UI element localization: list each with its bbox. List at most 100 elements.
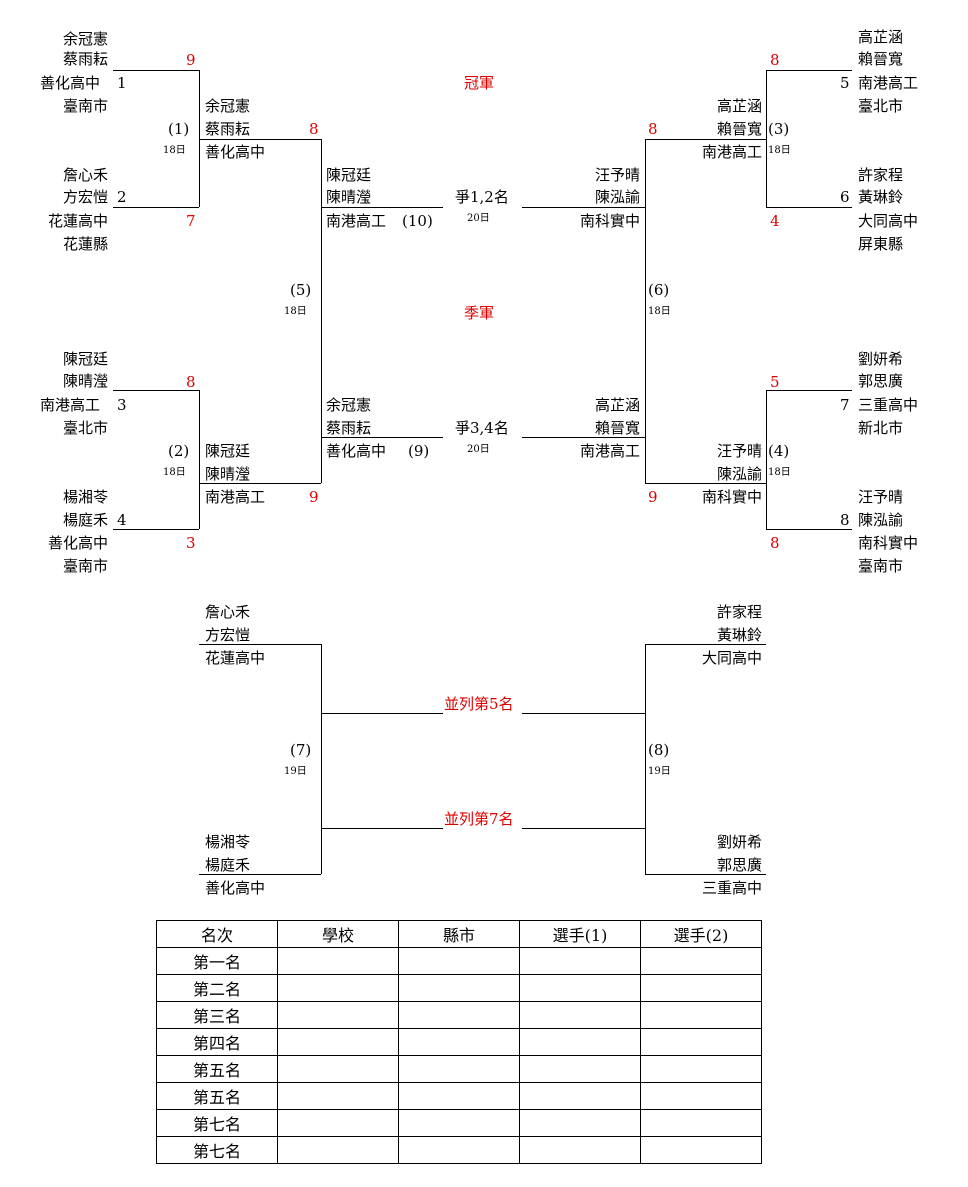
school-cell[interactable]: [277, 974, 399, 1002]
table-row: 第七名: [156, 1109, 762, 1137]
entry-2-player-1: 詹心禾: [62, 166, 108, 184]
winner-2-school: 南港高工: [205, 488, 266, 506]
score-entry-4: 3: [186, 534, 196, 552]
player-2-cell[interactable]: [640, 1055, 762, 1083]
consolation-1-player-1: 詹心禾: [205, 603, 251, 621]
player-2-cell[interactable]: [640, 947, 762, 975]
entry-2-city: 花蓮縣: [62, 235, 108, 253]
player-1-cell[interactable]: [519, 947, 641, 975]
third-place-title: 季軍: [464, 304, 495, 322]
consolation-2-player-1: 楊湘苓: [205, 833, 251, 851]
school-cell[interactable]: [277, 1082, 399, 1110]
header-player-1: 選手(1): [519, 920, 641, 948]
entry-2-player-2: 方宏愷: [62, 188, 108, 206]
match-3-number: (3): [768, 120, 790, 138]
finalist-left-player-1: 陳冠廷: [326, 166, 372, 184]
city-cell[interactable]: [398, 1055, 520, 1083]
entry-8-player-2: 陳泓諭: [858, 511, 904, 529]
school-cell[interactable]: [277, 1001, 399, 1029]
table-row: 第五名: [156, 1082, 762, 1110]
player-2-cell[interactable]: [640, 974, 762, 1002]
city-cell[interactable]: [398, 1028, 520, 1056]
player-2-cell[interactable]: [640, 1028, 762, 1056]
entry-3-school: 南港高工: [40, 396, 101, 414]
player-2-cell[interactable]: [640, 1082, 762, 1110]
finalist-right-player-1: 汪予晴: [594, 166, 640, 184]
match-6-date: 18日: [648, 306, 671, 317]
player-1-cell[interactable]: [519, 1109, 641, 1137]
third-right-school: 南港高工: [579, 442, 640, 460]
score-entry-8: 8: [770, 534, 780, 552]
table-row: 第七名: [156, 1136, 762, 1164]
winner-2-player-1: 陳冠廷: [205, 442, 251, 460]
table-row: 第三名: [156, 1001, 762, 1029]
table-row: 第一名: [156, 947, 762, 975]
rank-cell: 第五名: [156, 1082, 278, 1110]
rank-cell: 第五名: [156, 1055, 278, 1083]
consolation-2-player-2: 楊庭禾: [205, 856, 251, 874]
city-cell[interactable]: [398, 947, 520, 975]
score-winner-4: 9: [648, 488, 658, 506]
consolation-4-school: 三重高中: [701, 879, 762, 897]
consolation-2-school: 善化高中: [205, 879, 266, 897]
entry-3-player-1: 陳冠廷: [62, 350, 108, 368]
header-city: 縣市: [398, 920, 520, 948]
player-2-cell[interactable]: [640, 1001, 762, 1029]
entry-8-school: 南科實中: [858, 534, 919, 552]
player-1-cell[interactable]: [519, 974, 641, 1002]
match-8-date: 19日: [648, 766, 671, 777]
entry-7-city: 新北市: [858, 419, 904, 437]
entry-6-player-2: 黃琳鈴: [858, 188, 904, 206]
score-entry-6: 4: [770, 212, 780, 230]
player-1-cell[interactable]: [519, 1055, 641, 1083]
match-7-number: (7): [290, 741, 312, 759]
entry-4-school: 善化高中: [47, 534, 108, 552]
ranking-table: 名次 學校 縣市 選手(1) 選手(2) 第一名 第二名 第三名 第四名 第五名…: [156, 920, 762, 1164]
player-1-cell[interactable]: [519, 1082, 641, 1110]
third-right-player-1: 高芷涵: [594, 396, 640, 414]
finalist-left-player-2: 陳晴瀅: [326, 188, 372, 206]
table-row: 第五名: [156, 1055, 762, 1083]
player-2-cell[interactable]: [640, 1109, 762, 1137]
entry-7-player-2: 郭思廣: [858, 372, 904, 390]
city-cell[interactable]: [398, 974, 520, 1002]
school-cell[interactable]: [277, 1055, 399, 1083]
score-entry-1: 9: [186, 51, 196, 69]
third-place-date: 20日: [467, 444, 490, 455]
school-cell[interactable]: [277, 947, 399, 975]
match-10-number: (10): [402, 212, 433, 230]
table-row: 第四名: [156, 1028, 762, 1056]
score-winner-2: 9: [309, 488, 319, 506]
school-cell[interactable]: [277, 1136, 399, 1164]
third-right-player-2: 賴晉寬: [594, 419, 640, 437]
consolation-3-school: 大同高中: [701, 649, 762, 667]
entry-3-seed: 3: [117, 396, 127, 414]
match-2-number: (2): [168, 442, 190, 460]
fifth-place-title: 並列第5名: [444, 695, 514, 713]
school-cell[interactable]: [277, 1109, 399, 1137]
entry-4-seed: 4: [117, 511, 127, 529]
city-cell[interactable]: [398, 1109, 520, 1137]
player-1-cell[interactable]: [519, 1136, 641, 1164]
player-2-cell[interactable]: [640, 1136, 762, 1164]
school-cell[interactable]: [277, 1028, 399, 1056]
player-1-cell[interactable]: [519, 1001, 641, 1029]
entry-8-city: 臺南市: [858, 557, 904, 575]
score-entry-2: 7: [186, 212, 196, 230]
winner-3-player-1: 高芷涵: [716, 97, 762, 115]
finalist-left-school: 南港高工: [326, 212, 387, 230]
entry-2-seed: 2: [117, 188, 127, 206]
entry-5-city: 臺北市: [858, 97, 904, 115]
city-cell[interactable]: [398, 1001, 520, 1029]
third-left-player-2: 蔡雨耘: [326, 419, 372, 437]
city-cell[interactable]: [398, 1082, 520, 1110]
score-entry-7: 5: [770, 373, 780, 391]
player-1-cell[interactable]: [519, 1028, 641, 1056]
rank-cell: 第七名: [156, 1136, 278, 1164]
match-4-number: (4): [768, 442, 790, 460]
entry-4-player-2: 楊庭禾: [62, 511, 108, 529]
city-cell[interactable]: [398, 1136, 520, 1164]
match-9-number: (9): [408, 442, 430, 460]
match-4-date: 18日: [768, 467, 791, 478]
score-entry-3: 8: [186, 373, 196, 391]
